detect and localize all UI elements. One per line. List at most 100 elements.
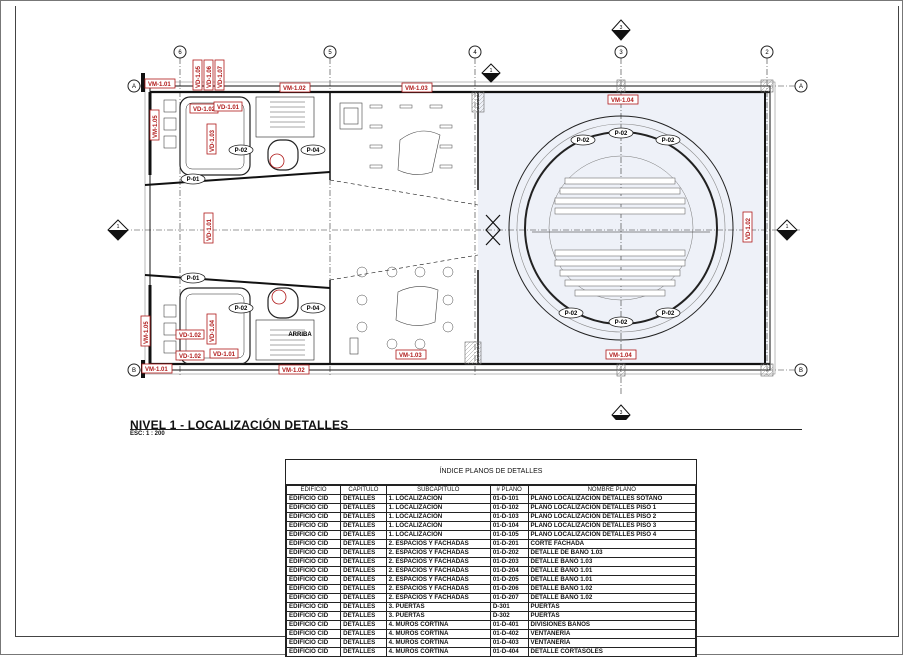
section-markers: 3 3 1 1 1 — [107, 19, 798, 420]
table-cell: DETALLES — [340, 494, 387, 504]
door-tag-p02-a: P-02 — [228, 144, 254, 156]
table-cell: 01-D-204 — [489, 566, 529, 576]
tag-vm-1-02-bottom: VM-1.02 — [278, 364, 310, 375]
tag-vm-1-05-upper: VM-1.05 — [149, 109, 160, 141]
tag-vm-1-01-bottom: VM-1.01 — [141, 363, 173, 374]
table-cell: 3. PUERTAS — [385, 602, 491, 612]
table-cell: EDIFICIO CID — [286, 521, 342, 531]
svg-text:B: B — [132, 368, 136, 374]
table-cell: DETALLES — [340, 566, 387, 576]
table-cell: PLANO LOCALIZACIÓN DETALLES SÓTANO — [527, 494, 696, 504]
door-tag-p04-top: P-04 — [300, 144, 326, 156]
table-cell: EDIFICIO CID — [286, 620, 342, 630]
svg-text:1: 1 — [117, 224, 120, 230]
table-cell: 01-D-203 — [489, 557, 529, 567]
detail-tags: VM-1.01 VM-1.02 VM-1.03 VM-1.04 VM-1.01 … — [141, 78, 639, 375]
table-cell: 01-D-403 — [489, 638, 529, 648]
table-cell: 4. MUROS CORTINA — [385, 629, 491, 639]
svg-text:VM-1.04: VM-1.04 — [609, 353, 632, 359]
table-cell: EDIFICIO CID — [286, 512, 342, 522]
table-cell: CORTE FACHADA — [527, 539, 696, 549]
table-cell: 1. LOCALIZACIÓN — [385, 521, 491, 531]
door-tags: P-01 P-01 P-02 P-02 P-04 P-04 P-02 P-02 … — [180, 127, 681, 338]
svg-text:VM-1.01: VM-1.01 — [145, 367, 168, 373]
table-cell: 4. MUROS CORTINA — [385, 638, 491, 648]
header-edificio: EDIFICIO — [286, 485, 342, 495]
tag-vd-1-02-right: VD-1.02 — [742, 211, 753, 243]
index-table-grid: EDIFICIO CAPITULO SUBCAPITULO # PLANO NO… — [286, 485, 696, 656]
svg-text:A: A — [132, 84, 136, 90]
tag-vd-1-02-bottom-b: VD-1.02 — [175, 350, 205, 361]
svg-text:6: 6 — [178, 50, 182, 56]
table-cell: 1. LOCALIZACIÓN — [385, 503, 491, 513]
table-cell: PLANO LOCALIZACIÓN DETALLES PISO 3 — [527, 521, 696, 531]
table-cell: DETALLE CORTASOLES — [527, 647, 696, 656]
header-nombre-plano: NOMBRE PLANO — [527, 485, 696, 495]
table-cell: 01-D-205 — [489, 575, 529, 585]
table-cell: DETALLE BAÑO 1.03 — [527, 557, 696, 567]
svg-text:P-02: P-02 — [662, 311, 675, 317]
table-cell: 1. LOCALIZACIÓN — [385, 530, 491, 540]
detail-callout-bottom — [271, 289, 287, 305]
svg-text:P-02: P-02 — [235, 148, 248, 154]
index-table: ÍNDICE PLANOS DE DETALLES EDIFICIO CAPIT… — [285, 459, 697, 657]
svg-text:VD-1.05: VD-1.05 — [196, 65, 202, 88]
svg-text:P-02: P-02 — [615, 131, 628, 137]
svg-text:VD-1.01: VD-1.01 — [213, 352, 236, 358]
svg-text:P-02: P-02 — [615, 320, 628, 326]
tag-vm-1-03-bottom: VM-1.03 — [395, 349, 427, 360]
table-cell: EDIFICIO CID — [286, 494, 342, 504]
door-tag-p02-aud-5: P-02 — [608, 316, 634, 328]
section-marker-right: 1 — [776, 219, 798, 241]
restroom-cores — [163, 96, 315, 365]
grid-bubble-4: 4 — [468, 45, 482, 59]
table-cell: 01-D-207 — [489, 593, 529, 603]
tag-vd-1-07-top: VD-1.07 — [214, 59, 225, 91]
table-cell: DETALLES — [340, 620, 387, 630]
tag-vd-1-06-top: VD-1.06 — [203, 59, 214, 91]
table-cell: 2. ESPACIOS Y FACHADAS — [385, 557, 491, 567]
table-cell: EDIFICIO CID — [286, 557, 342, 567]
table-cell: DETALLES — [340, 548, 387, 558]
svg-text:VD-1.02: VD-1.02 — [746, 217, 752, 240]
svg-text:1: 1 — [786, 224, 789, 230]
table-cell: 01-D-102 — [489, 503, 529, 513]
grid-bubble-b-left: B — [127, 363, 141, 377]
table-cell: 01-D-206 — [489, 584, 529, 594]
table-cell: DETALLES — [340, 512, 387, 522]
table-cell: DETALLES — [340, 557, 387, 567]
svg-text:VD-1.03: VD-1.03 — [210, 129, 216, 152]
table-cell: EDIFICIO CID — [286, 638, 342, 648]
table-cell: VENTANERÍA — [527, 638, 696, 648]
table-cell: EDIFICIO CID — [286, 593, 342, 603]
header-plano: # PLANO — [489, 485, 529, 495]
svg-text:VM-1.02: VM-1.02 — [283, 86, 306, 92]
header-capitulo: CAPITULO — [340, 485, 387, 495]
tag-vm-1-05-lower: VM-1.05 — [140, 315, 151, 347]
table-cell: EDIFICIO CID — [286, 503, 342, 513]
svg-text:P-02: P-02 — [565, 311, 578, 317]
table-cell: DETALLE DE BAÑO 1.03 — [527, 548, 696, 558]
tag-vd-1-01-mid: VD-1.01 — [203, 212, 214, 244]
tag-vm-1-04-top: VM-1.04 — [607, 94, 639, 105]
svg-text:3: 3 — [620, 410, 623, 416]
svg-text:P-04: P-04 — [307, 306, 320, 312]
table-cell: DETALLE BAÑO 1.01 — [527, 575, 696, 585]
table-cell: 01-D-402 — [489, 629, 529, 639]
table-cell: DETALLES — [340, 584, 387, 594]
floor-plan: 6 5 4 3 2 A A B B 3 — [107, 19, 808, 420]
table-cell: DETALLE BAÑO 1.01 — [527, 566, 696, 576]
svg-text:VM-1.03: VM-1.03 — [405, 86, 428, 92]
tag-vd-1-01-top: VD-1.01 — [213, 101, 243, 112]
index-table-header-row: EDIFICIO CAPITULO SUBCAPITULO # PLANO NO… — [286, 485, 696, 495]
table-cell: EDIFICIO CID — [286, 611, 342, 621]
